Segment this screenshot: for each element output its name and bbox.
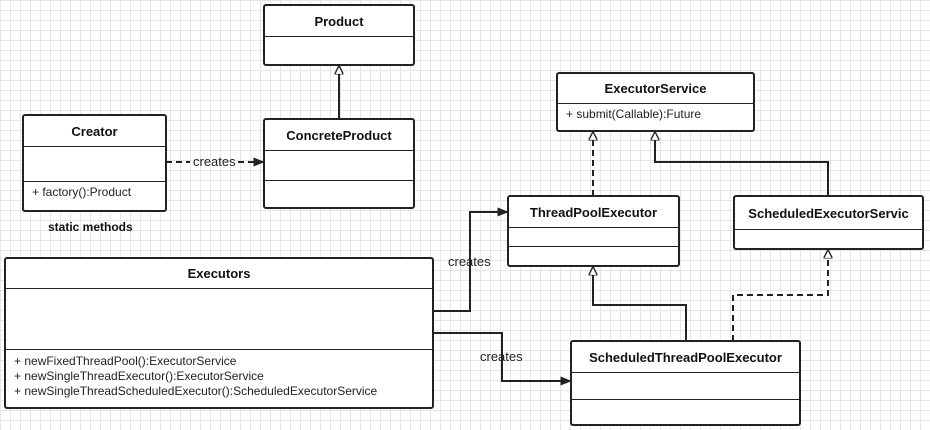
operation: + factory():Product: [32, 185, 132, 199]
realization-stpe-ses: [732, 250, 828, 341]
class-creator[interactable]: Creator + factory():Product: [22, 114, 167, 212]
operations-section: + factory():Product: [24, 181, 165, 210]
class-product[interactable]: Product: [263, 4, 415, 66]
class-executors[interactable]: Executors + newFixedThreadPool():Executo…: [4, 257, 434, 409]
class-name: Executors: [187, 266, 251, 281]
class-name: ConcreteProduct: [286, 127, 392, 143]
class-name: ExecutorService: [604, 81, 707, 96]
class-name: ScheduledThreadPoolExecutor: [589, 349, 782, 365]
class-name: Creator: [71, 123, 118, 139]
class-scheduled-executor-service[interactable]: ScheduledExecutorServic: [733, 195, 924, 250]
class-name: Product: [314, 13, 364, 29]
operations-section: + submit(Callable):Future: [558, 103, 753, 130]
operation: + newSingleThreadScheduledExecutor():Sch…: [14, 384, 378, 398]
class-name: ScheduledExecutorServic: [748, 205, 909, 221]
operation: + newFixedThreadPool():ExecutorService: [14, 354, 237, 368]
operation: + newSingleThreadExecutor():ExecutorServ…: [14, 369, 264, 383]
generalization-stpe-tpe: [593, 267, 687, 341]
attributes-section: [6, 288, 432, 349]
creates-label-3: creates: [480, 349, 523, 364]
association-executors-tpe: [433, 212, 507, 312]
association-executors-stpe: [433, 332, 570, 381]
creates-label-1: creates: [193, 154, 236, 169]
operations-section: + newFixedThreadPool():ExecutorService +…: [6, 349, 432, 407]
operation: + submit(Callable):Future: [566, 107, 702, 121]
attributes-section: [265, 36, 413, 64]
operations-section: [265, 180, 413, 207]
attributes-section: [265, 150, 413, 180]
creates-label-2: creates: [448, 254, 491, 269]
attributes-section: [509, 227, 678, 246]
class-scheduled-thread-pool-executor[interactable]: ScheduledThreadPoolExecutor: [570, 340, 801, 426]
attributes-section: [572, 372, 799, 399]
operations-section: [509, 246, 678, 265]
class-thread-pool-executor[interactable]: ThreadPoolExecutor: [507, 195, 680, 267]
class-executor-service[interactable]: ExecutorService + submit(Callable):Futur…: [556, 72, 755, 132]
attributes-section: [735, 229, 922, 248]
static-methods-note: static methods: [48, 220, 133, 234]
class-concrete-product[interactable]: ConcreteProduct: [263, 118, 415, 209]
attributes-section: [24, 146, 165, 181]
class-name: ThreadPoolExecutor: [529, 204, 658, 220]
operations-section: [572, 399, 799, 424]
generalization-ses-executorservice: [655, 132, 829, 196]
